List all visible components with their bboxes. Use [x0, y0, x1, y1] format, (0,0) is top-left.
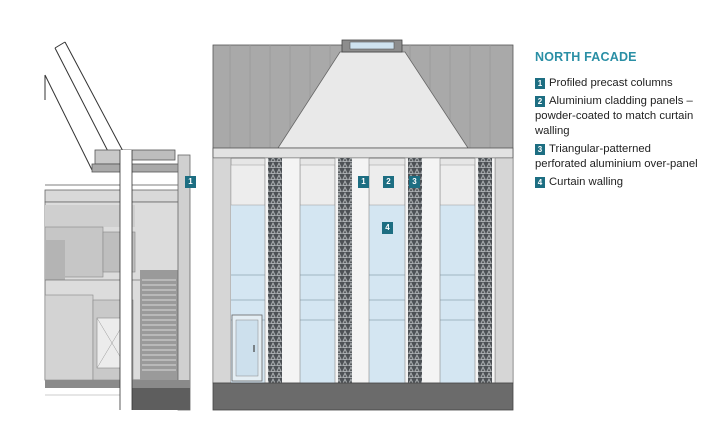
north-facade-elevation-drawing	[44, 39, 514, 420]
legend-item-text: Triangular-patterned perforated aluminiu…	[535, 143, 698, 170]
legend-item-1: 1 Profiled precast columns	[535, 76, 703, 91]
legend-item-4: 4 Curtain walling	[535, 175, 703, 190]
legend-title: NORTH FACADE	[535, 50, 637, 64]
legend-item-text: Profiled precast columns	[549, 77, 673, 89]
legend-badge: 4	[535, 177, 545, 188]
legend-item-text: Aluminium cladding panels – powder-coate…	[535, 95, 694, 137]
legend-item-text: Curtain walling	[549, 176, 624, 188]
marker-1-column: 1	[358, 176, 369, 188]
perforated-over-panels	[264, 157, 496, 384]
marker-2-cladding: 2	[383, 176, 394, 188]
side-elevation	[44, 41, 191, 420]
legend-badge: 3	[535, 144, 545, 155]
marker-4-curtain-wall: 4	[382, 222, 393, 234]
legend-badge: 1	[535, 78, 545, 89]
legend-badge: 2	[535, 96, 545, 107]
marker-3-over-panel: 3	[409, 176, 420, 188]
marker-1-side-column: 1	[185, 176, 196, 188]
curtain-walling	[230, 164, 476, 383]
north-facade	[212, 39, 514, 411]
